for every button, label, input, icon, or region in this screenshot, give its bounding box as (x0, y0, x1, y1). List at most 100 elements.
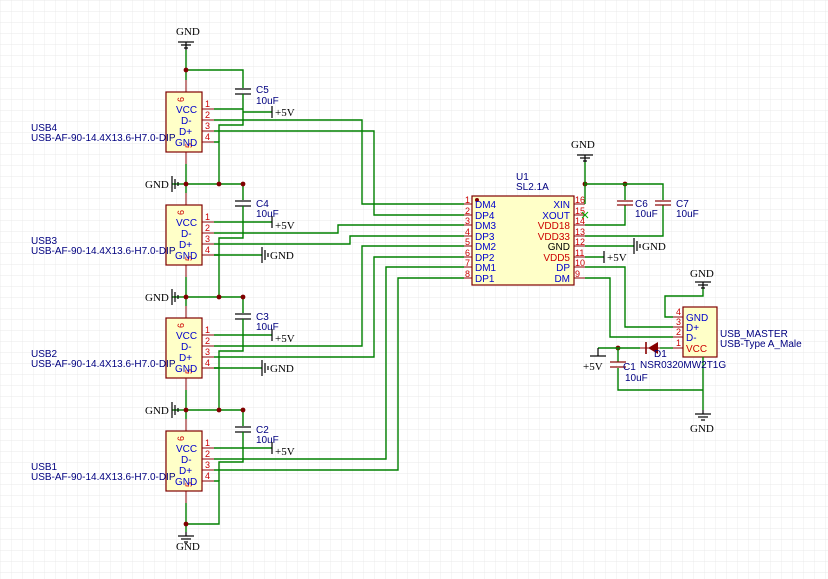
master-pin3-num: 3 (676, 317, 681, 327)
usb1-gnd-label: GND (175, 477, 197, 488)
p5v-label-usb1: +5V (275, 446, 295, 458)
gnd-label-usb4: GND (145, 179, 169, 191)
u1-pin16-name: XIN (553, 200, 570, 211)
u1-pin9-num: 9 (575, 269, 580, 279)
usb1-pin6: 6 (176, 436, 186, 441)
usb4-pin2: 2 (205, 110, 210, 120)
c7-ref: C7 (676, 199, 689, 210)
gnd-symbol-usb3 (171, 289, 179, 305)
gnd-symbol-u1-pin12 (633, 238, 641, 254)
master-gnd-label: GND (686, 313, 708, 324)
p5v-label-u1: +5V (607, 252, 627, 264)
u1-ref: U1 (516, 172, 529, 183)
u1-pin12-num: 12 (575, 237, 585, 247)
u1-pin5-name: DM2 (475, 242, 497, 253)
u1-pin13-num: 13 (575, 227, 585, 237)
gnd-symbol-usb2-pin4 (261, 360, 269, 376)
cap-c1[interactable] (610, 361, 626, 368)
usb-master-connector[interactable]: 4 3 2 1 GND D+ D- VCC (673, 306, 718, 358)
d1-part: NSR0320MW2T1G (640, 360, 726, 371)
u1-pin10-name: DP (556, 263, 570, 274)
shield-ground-wires (172, 50, 262, 532)
u1-pin15-name: XOUT (542, 211, 570, 222)
master-pin1-num: 1 (676, 338, 681, 348)
gnd-label-usb2: GND (145, 405, 169, 417)
gnd-label-usb3-pin4: GND (270, 250, 294, 262)
gnd-symbol-usb2 (171, 402, 179, 418)
usb3-connector[interactable]: 6 5 VCC D- D+ GND 1 2 3 4 (165, 193, 214, 277)
usb2-pin4: 4 (205, 358, 210, 368)
usb1-ref: USB1 (31, 462, 58, 473)
gnd-label-u1-pin12: GND (642, 241, 666, 253)
usb3-vcc-label: VCC (176, 218, 197, 229)
c1-value: 10uF (625, 373, 648, 384)
c1-ref: C1 (623, 362, 636, 373)
usb2-pin5: 5 (184, 369, 194, 374)
gnd-symbol-top (178, 41, 194, 50)
gnd-label-top: GND (176, 26, 200, 38)
cap-c5[interactable] (235, 88, 251, 110)
gnd-symbol-master-bottom (695, 410, 711, 421)
usb2-pin6: 6 (176, 323, 186, 328)
usb1-part: USB-AF-90-14.4X13.6-H7.0-DIP (31, 472, 176, 483)
usb1-dm-label: D- (181, 455, 192, 466)
u1-pin6-num: 6 (465, 248, 470, 258)
usb3-pin3: 3 (205, 234, 210, 244)
u1-pin15-num: 15 (575, 206, 585, 216)
usb2-connector[interactable]: 6 5 VCC D- D+ GND 1 2 3 4 (165, 306, 214, 390)
u1-pin10-num: 10 (575, 258, 585, 268)
cap-c3[interactable] (235, 313, 251, 335)
usb4-connector[interactable]: 6 5 VCC D- D+ GND 1 2 3 4 (165, 80, 214, 164)
gnd-label-usb2-pin4: GND (270, 363, 294, 375)
p5v-label-usb3: +5V (275, 220, 295, 232)
usb1-pin5: 5 (184, 482, 194, 487)
usb3-pin1: 1 (205, 212, 210, 222)
u1-right-wires (584, 162, 673, 338)
usb4-gnd-label: GND (175, 138, 197, 149)
usb3-part: USB-AF-90-14.4X13.6-H7.0-DIP (31, 246, 176, 257)
u1-pin7-name: DM1 (475, 263, 497, 274)
c7-value: 10uF (676, 209, 699, 220)
usb3-gnd-label: GND (175, 251, 197, 262)
c6-value: 10uF (635, 209, 658, 220)
u1-pin11-num: 11 (575, 248, 584, 258)
c6-ref: C6 (635, 199, 648, 210)
usb4-pin4: 4 (205, 132, 210, 142)
u1-part: SL2.1A (516, 182, 549, 193)
cap-c4[interactable] (235, 200, 251, 222)
usb1-vcc-label: VCC (176, 444, 197, 455)
u1-pin4-name: DP3 (475, 232, 495, 243)
u1-pin14-name: VDD18 (538, 221, 571, 232)
master-dp-label: D+ (686, 323, 699, 334)
p5v-label-master: +5V (583, 361, 603, 373)
master-part: USB-Type A_Male (720, 339, 802, 350)
c2-ref: C2 (256, 425, 269, 436)
gnd-symbol-u1-top (577, 154, 593, 162)
usb2-gnd-label: GND (175, 364, 197, 375)
master-ref: USB_MASTER (720, 329, 788, 340)
usb3-pin2: 2 (205, 223, 210, 233)
usb4-pin3: 3 (205, 121, 210, 131)
usb2-vcc-label: VCC (176, 331, 197, 342)
master-pin2-num: 2 (676, 327, 681, 337)
cap-c7[interactable] (655, 200, 671, 206)
usb2-part: USB-AF-90-14.4X13.6-H7.0-DIP (31, 359, 176, 370)
cap-c2[interactable] (235, 426, 251, 448)
p5v-label-usb4: +5V (275, 107, 295, 119)
p5v-symbol-master (590, 348, 606, 357)
hub-ic-u1[interactable]: 1 2 3 4 5 6 7 8 DM4 DP4 DM3 DP3 DM2 DP2 … (464, 195, 585, 286)
u1-pin1-num: 1 (465, 195, 470, 205)
usb1-connector[interactable]: 6 5 VCC D- D+ GND 1 2 3 4 (165, 419, 214, 503)
usb1-pin3: 3 (205, 460, 210, 470)
gnd-symbol-bottom (178, 532, 194, 543)
usb4-dp-label: D+ (179, 127, 192, 138)
diode-d1[interactable] (640, 342, 660, 354)
usb1-pin2: 2 (205, 449, 210, 459)
cap-c6[interactable] (617, 200, 633, 206)
usb1-dp-label: D+ (179, 466, 192, 477)
d1-ref: D1 (654, 349, 667, 360)
usb3-dm-label: D- (181, 229, 192, 240)
usb4-ref: USB4 (31, 123, 58, 134)
